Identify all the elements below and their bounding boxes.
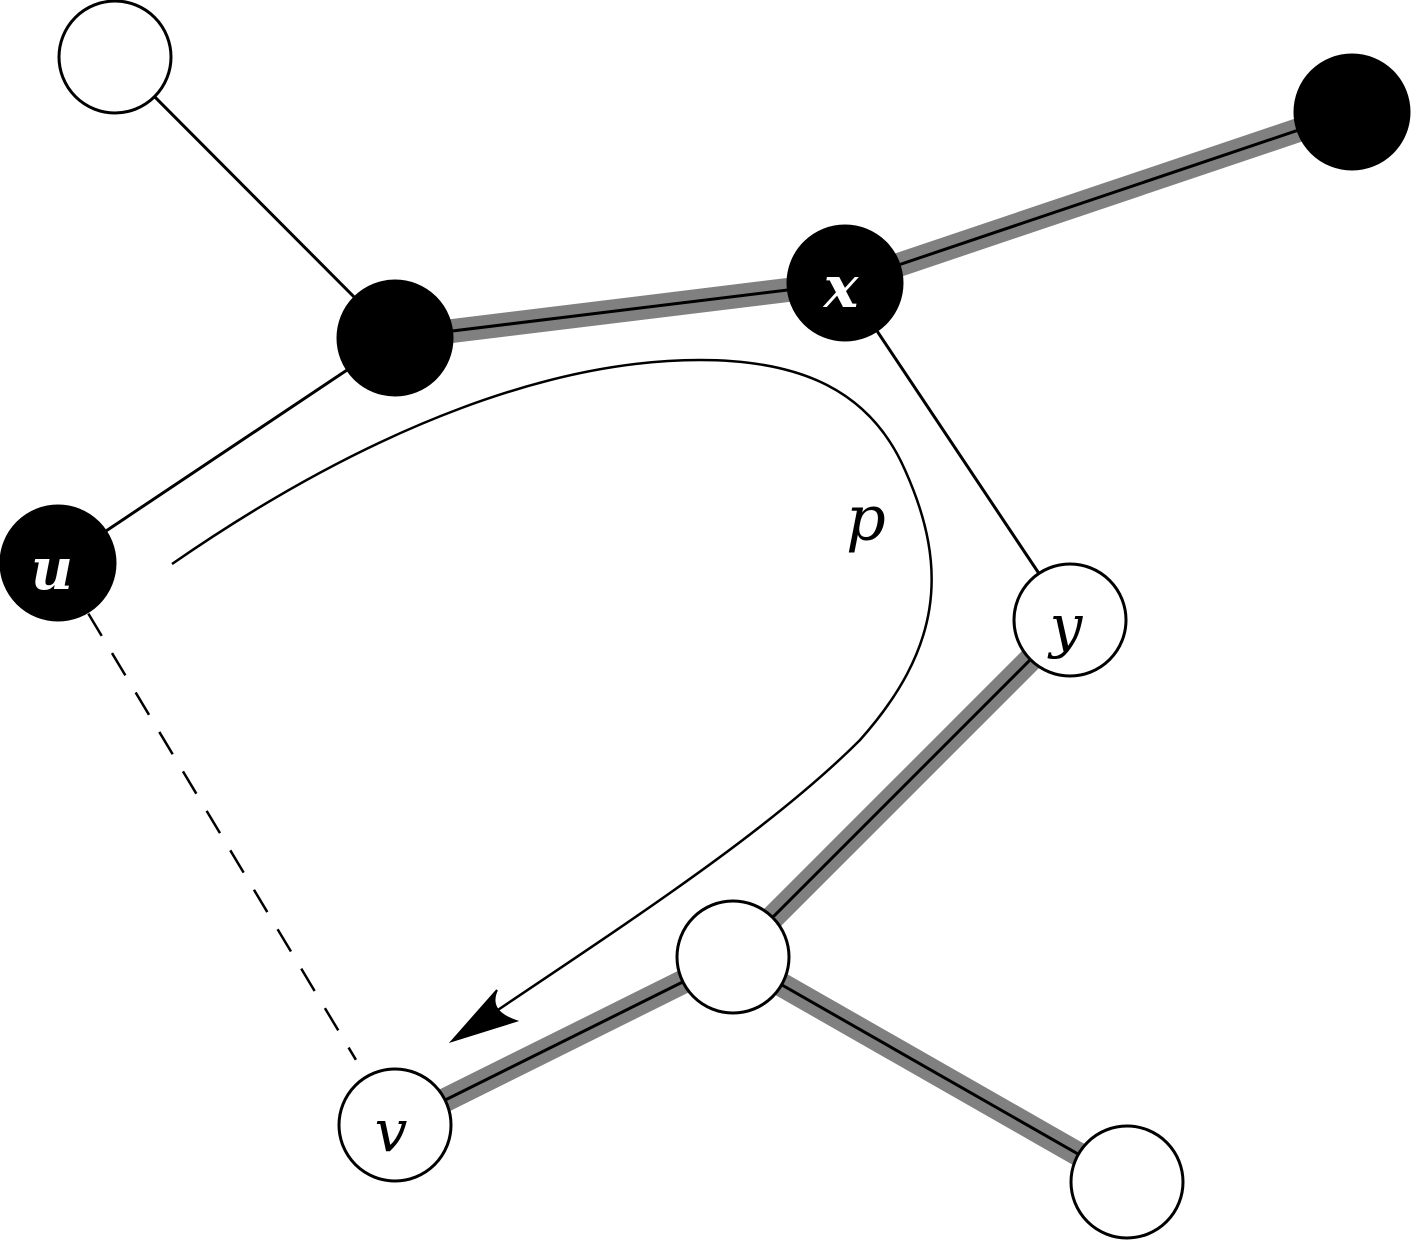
node-n_bottom_right-circle [1069, 1124, 1185, 1240]
node-y-circle [1012, 562, 1128, 678]
node-n_top_right-circle [1293, 53, 1411, 171]
edge-n_top_left-n_mid [113, 55, 397, 340]
edge-n_mid-u [57, 336, 396, 565]
edge-y-n_branch [731, 618, 1072, 959]
node-x: x [786, 224, 904, 342]
node-n_top_right [1293, 53, 1411, 171]
node-v-circle [337, 1067, 453, 1183]
node-v: v [337, 1067, 453, 1183]
node-n_bottom_right [1069, 1124, 1185, 1240]
node-x-circle [786, 224, 904, 342]
edge-n_branch-n_bottom_right [732, 955, 1128, 1184]
path-p-label: p [846, 482, 886, 555]
node-u: u [0, 504, 117, 622]
edge-n_branch-v [394, 955, 734, 1127]
node-n_mid [336, 279, 454, 397]
path-p: p [171, 358, 933, 1044]
node-n_top_left [57, 0, 173, 115]
node-n_top_left-circle [57, 0, 173, 115]
edge-x-n_top_right [844, 110, 1353, 285]
edges-layer [57, 55, 1356, 1193]
edge-u-v-dashed [87, 612, 357, 1061]
node-u-circle [0, 504, 117, 622]
path-p-arrowhead [448, 989, 520, 1044]
node-y: y [1012, 562, 1128, 678]
edge-n_mid-x [394, 281, 846, 340]
path-p-curve [171, 358, 933, 1039]
node-n_branch-circle [675, 899, 791, 1015]
node-y-label: y [1047, 592, 1084, 660]
edge-x-y [843, 282, 1072, 621]
node-u-label: u [31, 535, 73, 603]
node-n_mid-circle [336, 279, 454, 397]
node-x-label: x [822, 253, 860, 321]
node-v-label: v [375, 1097, 408, 1165]
node-n_branch [675, 899, 791, 1015]
